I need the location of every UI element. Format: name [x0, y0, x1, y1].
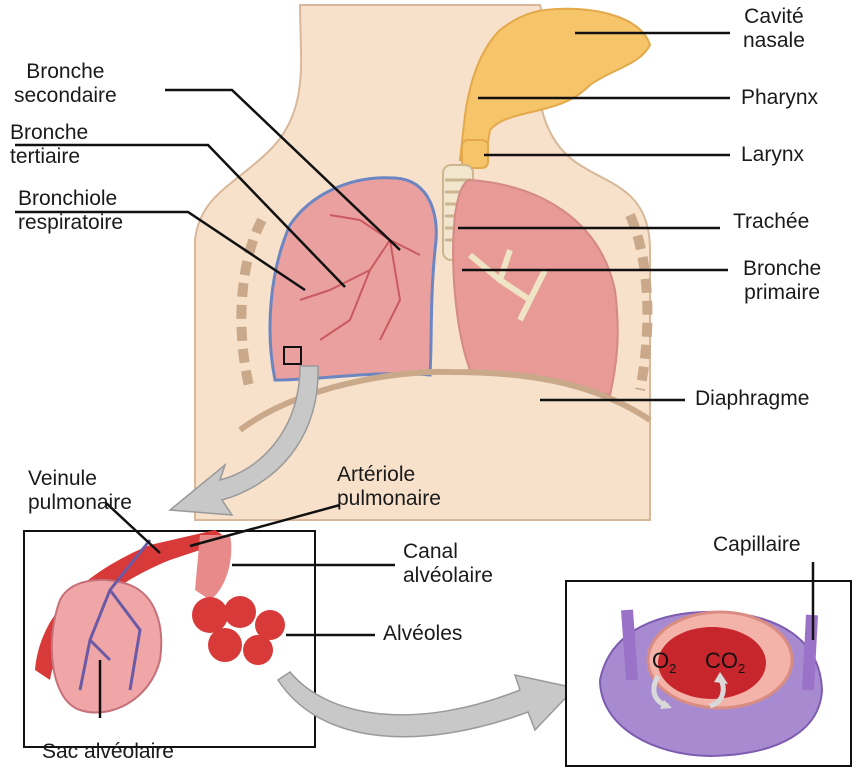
label-bronche-secondaire-line1: Bronche [14, 60, 117, 84]
label-bronchiole-respiratoire-line1: Bronchiole [18, 187, 123, 211]
label-bronche-tertiaire-line1: Bronche [10, 121, 88, 145]
label-arteriole-pulmonaire: Artériole pulmonaire [337, 463, 441, 511]
label-veinule-pulmonaire-line2: pulmonaire [28, 491, 132, 515]
label-sac-alveolaire: Sac alvéolaire [42, 740, 174, 764]
co2-base: CO [705, 648, 738, 673]
label-bronchiole-respiratoire: Bronchiole respiratoire [18, 187, 123, 235]
label-pharynx: Pharynx [741, 86, 818, 110]
label-cavite-nasale: Cavité nasale [743, 5, 805, 53]
label-bronchiole-respiratoire-line2: respiratoire [18, 211, 123, 235]
label-canal-alveolaire-line2: alvéolaire [403, 564, 493, 588]
gas-exchange-arrows [640, 672, 750, 712]
label-bronche-secondaire-line2: secondaire [14, 84, 117, 108]
label-bronche-primaire-line1: Bronche [743, 257, 821, 281]
label-arteriole-pulmonaire-line1: Artériole [337, 463, 441, 487]
label-cavite-nasale-line2: nasale [743, 29, 805, 53]
label-cavite-nasale-line1: Cavité [743, 5, 805, 29]
label-bronche-tertiaire: Bronche tertiaire [10, 121, 88, 169]
o2-base: O [652, 648, 669, 673]
label-capillaire: Capillaire [713, 533, 801, 557]
zoom-arrow-2 [278, 672, 575, 737]
label-bronche-primaire-line2: primaire [743, 281, 821, 305]
label-trachee: Trachée [733, 210, 809, 234]
label-alveoles: Alvéoles [383, 622, 462, 646]
label-canal-alveolaire: Canal alvéolaire [403, 540, 493, 588]
label-bronche-secondaire: Bronche secondaire [14, 60, 117, 108]
label-canal-alveolaire-line1: Canal [403, 540, 493, 564]
label-bronche-tertiaire-line2: tertiaire [10, 145, 88, 169]
label-arteriole-pulmonaire-line2: pulmonaire [337, 487, 441, 511]
label-larynx: Larynx [741, 143, 804, 167]
label-bronche-primaire: Bronche primaire [743, 257, 821, 305]
label-veinule-pulmonaire-line1: Veinule [28, 467, 132, 491]
label-diaphragme: Diaphragme [695, 387, 809, 411]
label-veinule-pulmonaire: Veinule pulmonaire [28, 467, 132, 515]
